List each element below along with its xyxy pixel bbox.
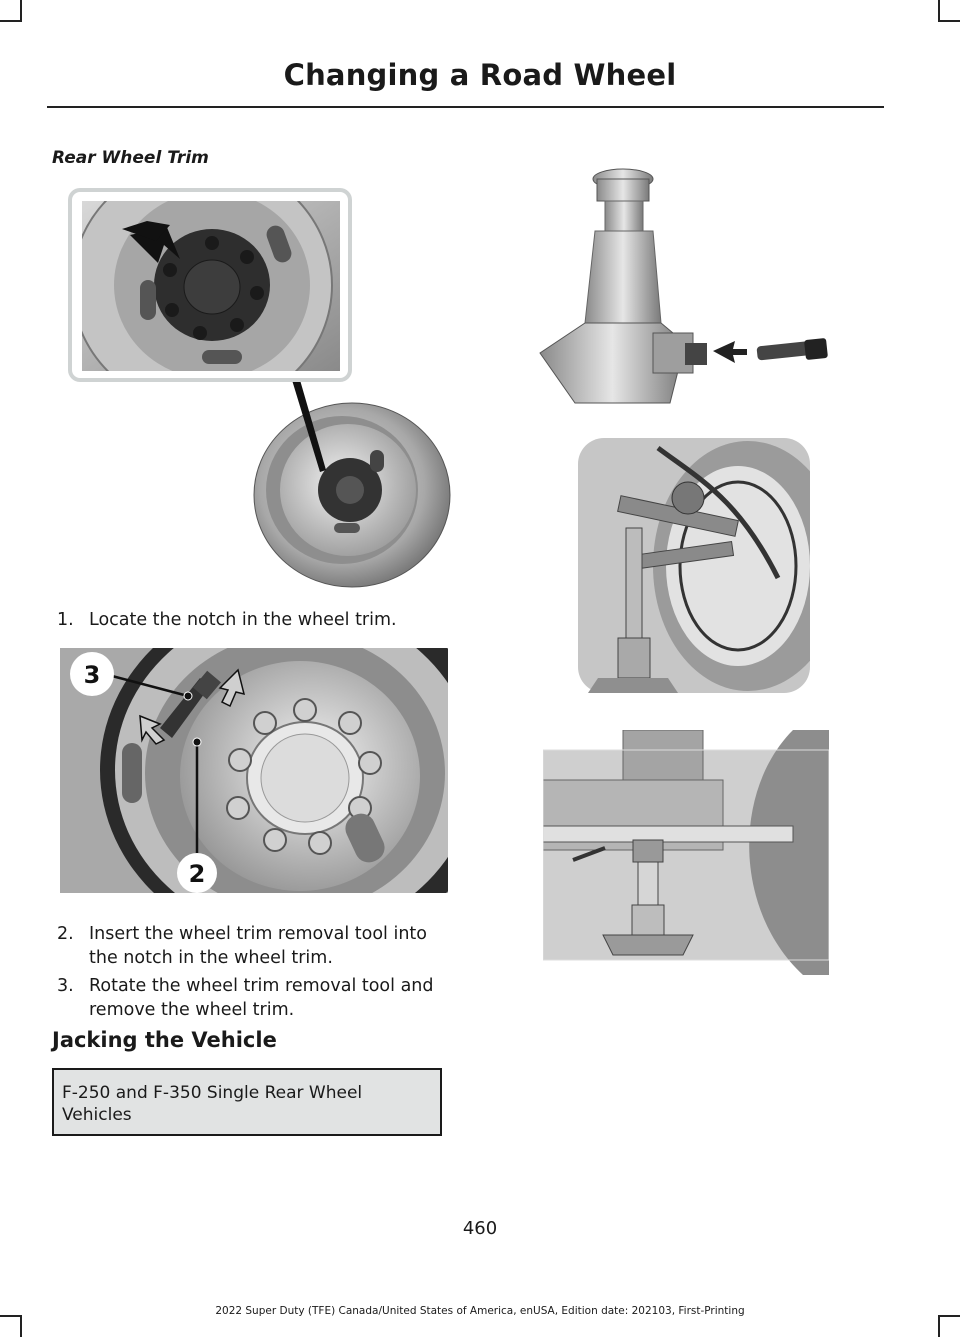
crop-mark: [20, 1315, 22, 1337]
step-text: Rotate the wheel trim removal tool and r…: [89, 976, 434, 1020]
jack-position-rear-illustration: [543, 730, 829, 975]
callout-3: 3: [84, 661, 101, 689]
step-text: Insert the wheel trim removal tool into …: [89, 924, 427, 968]
crop-mark: [20, 0, 22, 22]
step-text: Locate the notch in the wheel trim.: [89, 610, 397, 630]
step-2: 2. Insert the wheel trim removal tool in…: [57, 922, 452, 970]
crop-mark: [0, 20, 22, 22]
crop-mark: [938, 20, 960, 22]
step-number: 3.: [57, 976, 74, 996]
wheel-trim-tool-illustration: 3 2: [60, 648, 448, 893]
page-title: Changing a Road Wheel: [283, 58, 677, 92]
jack-position-front-illustration: [578, 438, 810, 693]
subheading-rear-wheel-trim: Rear Wheel Trim: [52, 148, 209, 168]
crop-mark: [938, 0, 940, 22]
crop-mark: [938, 1315, 960, 1317]
crop-mark: [938, 1315, 940, 1337]
step-number: 1.: [57, 610, 74, 630]
note-box: F-250 and F-350 Single Rear Wheel Vehicl…: [52, 1068, 442, 1136]
callout-2: 2: [189, 860, 206, 888]
section-heading-jacking: Jacking the Vehicle: [52, 1028, 277, 1052]
step-number: 2.: [57, 924, 74, 944]
crop-mark: [0, 1315, 22, 1317]
rear-wheel-trim-illustration: [68, 188, 451, 588]
step-3: 3. Rotate the wheel trim removal tool an…: [57, 974, 452, 1022]
footer-text: 2022 Super Duty (TFE) Canada/United Stat…: [215, 1305, 745, 1317]
header-divider: [47, 106, 884, 108]
jack-illustration: [535, 163, 835, 413]
note-text: F-250 and F-350 Single Rear Wheel Vehicl…: [62, 1083, 363, 1125]
page-number: 460: [462, 1218, 498, 1239]
step-1: 1. Locate the notch in the wheel trim.: [57, 608, 452, 632]
